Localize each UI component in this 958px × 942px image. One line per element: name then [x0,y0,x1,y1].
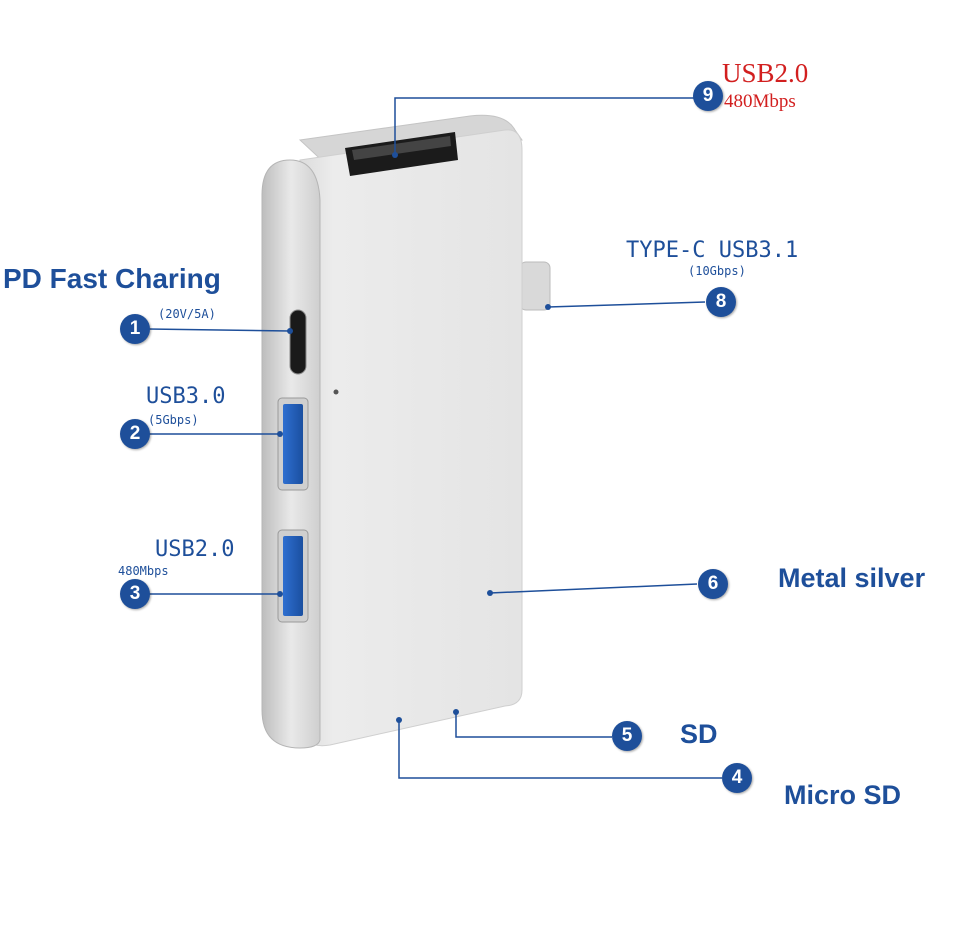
usb-c-port [289,309,307,375]
callout-number-9: 9 [693,81,723,111]
label-usb2-speed: 480Mbps [118,564,169,578]
leader-line-6 [489,583,698,594]
label-type-c-title: TYPE-C USB3.1 [626,238,799,263]
callout-number-4: 4 [722,763,752,793]
leader-line-5 [455,712,612,738]
label-type-c-speed: (10Gbps) [688,264,746,278]
callout-number-5: 5 [612,721,642,751]
leader-dots [277,152,551,723]
label-sd: SD [680,719,718,749]
leader-line-1 [147,328,291,332]
label-metal-silver: Metal silver [778,563,926,593]
label-usb2-title: USB2.0 [155,537,235,562]
callout-number-8: 8 [706,287,736,317]
device-body [299,129,523,747]
leader-line-8 [547,301,706,308]
leader-lines [147,97,722,779]
callout-number-1: 1 [120,314,150,344]
callout-number-6: 6 [698,569,728,599]
type-c-plug [519,261,551,311]
label-usb2-top-title: USB2.0 [722,58,809,88]
label-usb3-speed: (5Gbps) [148,413,199,427]
leader-line-9 [394,97,695,155]
label-pd-power: (20V/5A) [158,307,216,321]
callout-number-2: 2 [120,419,150,449]
label-usb2-top-speed: 480Mbps [724,91,796,112]
label-micro-sd: Micro SD [784,780,902,810]
leader-line-4 [398,720,722,779]
usb-hub-device [261,114,551,749]
label-pd-fast-charing: PD Fast Charing [3,263,221,294]
callout-number-3: 3 [120,579,150,609]
led-dot [333,389,339,395]
label-usb3-title: USB3.0 [146,384,226,409]
